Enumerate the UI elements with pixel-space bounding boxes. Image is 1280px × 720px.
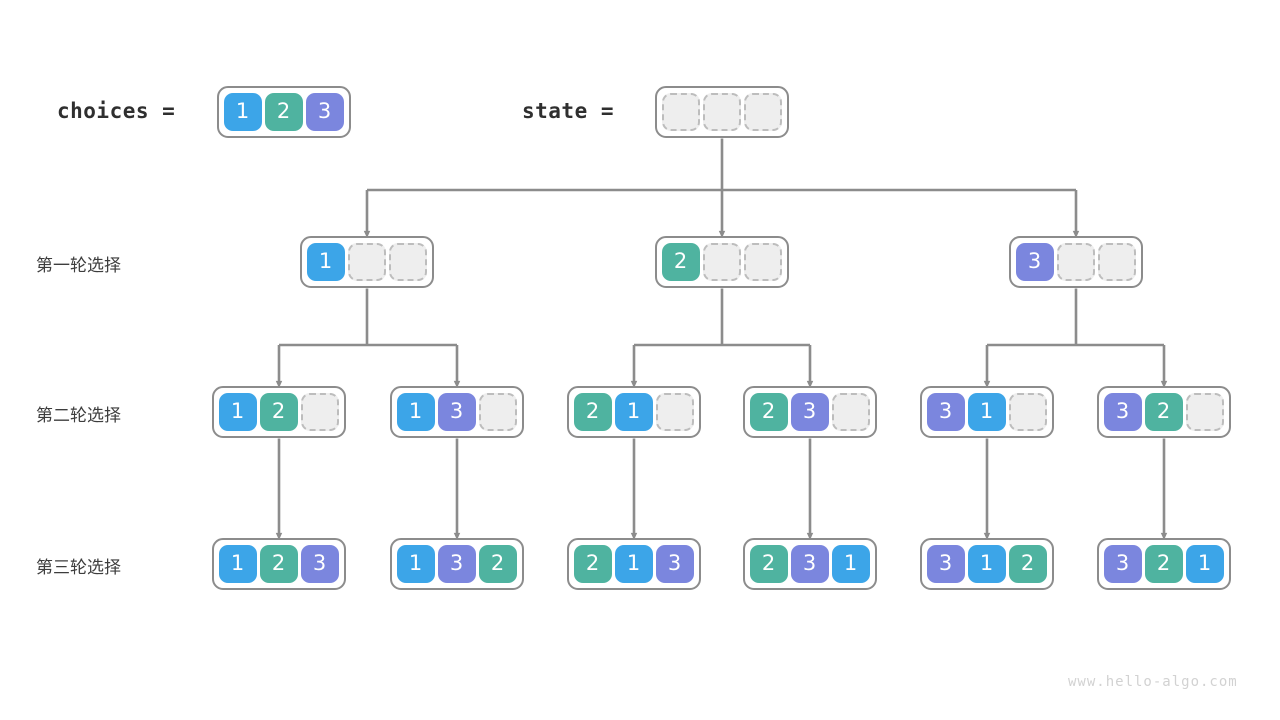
- cell-value-1: 1: [396, 392, 435, 431]
- cell-value-2: 2: [264, 92, 303, 131]
- level1-node-3: 3: [1008, 235, 1143, 288]
- cell-value-1: 1: [967, 544, 1006, 583]
- cell-value-2: 2: [1144, 392, 1183, 431]
- cell-value-3: 3: [655, 544, 694, 583]
- cell-value-1: 1: [218, 544, 257, 583]
- cell-value-1: 1: [967, 392, 1006, 431]
- cell-empty: [347, 242, 386, 281]
- cell-empty: [831, 392, 870, 431]
- cell-value-1: 1: [306, 242, 345, 281]
- cell-value-2: 2: [661, 242, 700, 281]
- cell-value-3: 3: [926, 544, 965, 583]
- cell-value-1: 1: [396, 544, 435, 583]
- cell-value-3: 3: [1103, 544, 1142, 583]
- row-label-round-3: 第三轮选择: [36, 558, 121, 578]
- cell-empty: [661, 92, 700, 131]
- cell-value-3: 3: [790, 544, 829, 583]
- cell-empty: [1008, 392, 1047, 431]
- level1-node-1: 1: [299, 235, 434, 288]
- cell-value-3: 3: [1103, 392, 1142, 431]
- level1-node-2: 2: [654, 235, 789, 288]
- cell-value-2: 2: [259, 392, 298, 431]
- cell-value-2: 2: [749, 392, 788, 431]
- cell-value-1: 1: [614, 392, 653, 431]
- cell-value-1: 1: [223, 92, 262, 131]
- cell-empty: [702, 242, 741, 281]
- cell-value-3: 3: [790, 392, 829, 431]
- watermark: www.hello-algo.com: [1068, 674, 1238, 690]
- cell-empty: [743, 242, 782, 281]
- cell-value-3: 3: [437, 544, 476, 583]
- cell-value-3: 3: [926, 392, 965, 431]
- cell-value-1: 1: [614, 544, 653, 583]
- cell-empty: [655, 392, 694, 431]
- row-label-round-1: 第一轮选择: [36, 256, 121, 276]
- state-array: [654, 85, 789, 138]
- cell-empty: [743, 92, 782, 131]
- cell-value-2: 2: [259, 544, 298, 583]
- cell-value-3: 3: [305, 92, 344, 131]
- cell-value-3: 3: [437, 392, 476, 431]
- choices-label: choices =: [57, 99, 176, 123]
- cell-value-1: 1: [218, 392, 257, 431]
- cell-value-2: 2: [573, 544, 612, 583]
- cell-value-2: 2: [573, 392, 612, 431]
- cell-empty: [1056, 242, 1095, 281]
- cell-value-3: 3: [1015, 242, 1054, 281]
- cell-value-2: 2: [1144, 544, 1183, 583]
- cell-value-1: 1: [831, 544, 870, 583]
- cell-value-2: 2: [1008, 544, 1047, 583]
- cell-value-2: 2: [749, 544, 788, 583]
- row-label-round-2: 第二轮选择: [36, 406, 121, 426]
- cell-empty: [702, 92, 741, 131]
- cell-empty: [300, 392, 339, 431]
- cell-value-1: 1: [1185, 544, 1224, 583]
- cell-value-3: 3: [300, 544, 339, 583]
- cell-empty: [1185, 392, 1224, 431]
- cell-empty: [1097, 242, 1136, 281]
- cell-empty: [388, 242, 427, 281]
- cell-empty: [478, 392, 517, 431]
- cell-value-2: 2: [478, 544, 517, 583]
- state-label: state =: [522, 99, 615, 123]
